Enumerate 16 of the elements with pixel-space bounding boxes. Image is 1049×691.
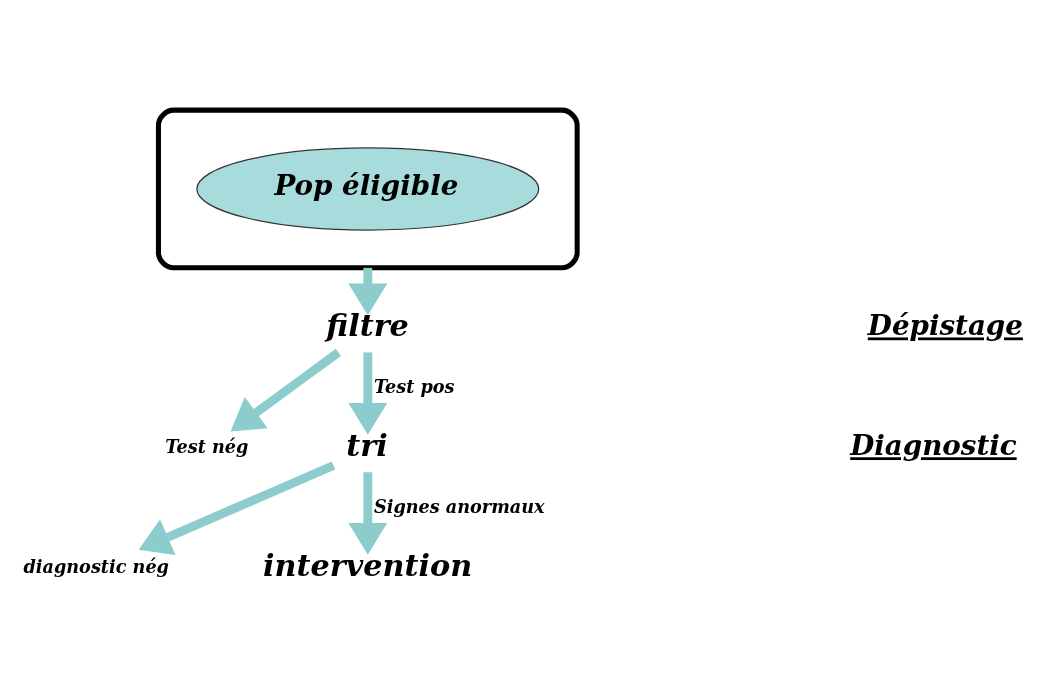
arrow	[348, 351, 388, 435]
arrow	[348, 471, 388, 555]
node-text: Test nég	[165, 435, 249, 457]
node-text: intervention	[263, 547, 473, 583]
cluster	[155, 107, 580, 270]
arrow	[138, 461, 336, 555]
node-text: tri	[346, 427, 388, 463]
label: Diagnostic	[850, 428, 1017, 462]
node-text: diagnostic nég	[23, 555, 169, 577]
node-text: filtre	[326, 307, 409, 343]
arrow	[348, 267, 388, 315]
arrow	[230, 348, 342, 431]
label: Dépistage	[867, 308, 1023, 342]
edge-label: Signes anormaux	[373, 495, 545, 517]
node-ellipse: Pop éligible	[196, 146, 540, 231]
edge-label: Test pos	[373, 375, 455, 397]
